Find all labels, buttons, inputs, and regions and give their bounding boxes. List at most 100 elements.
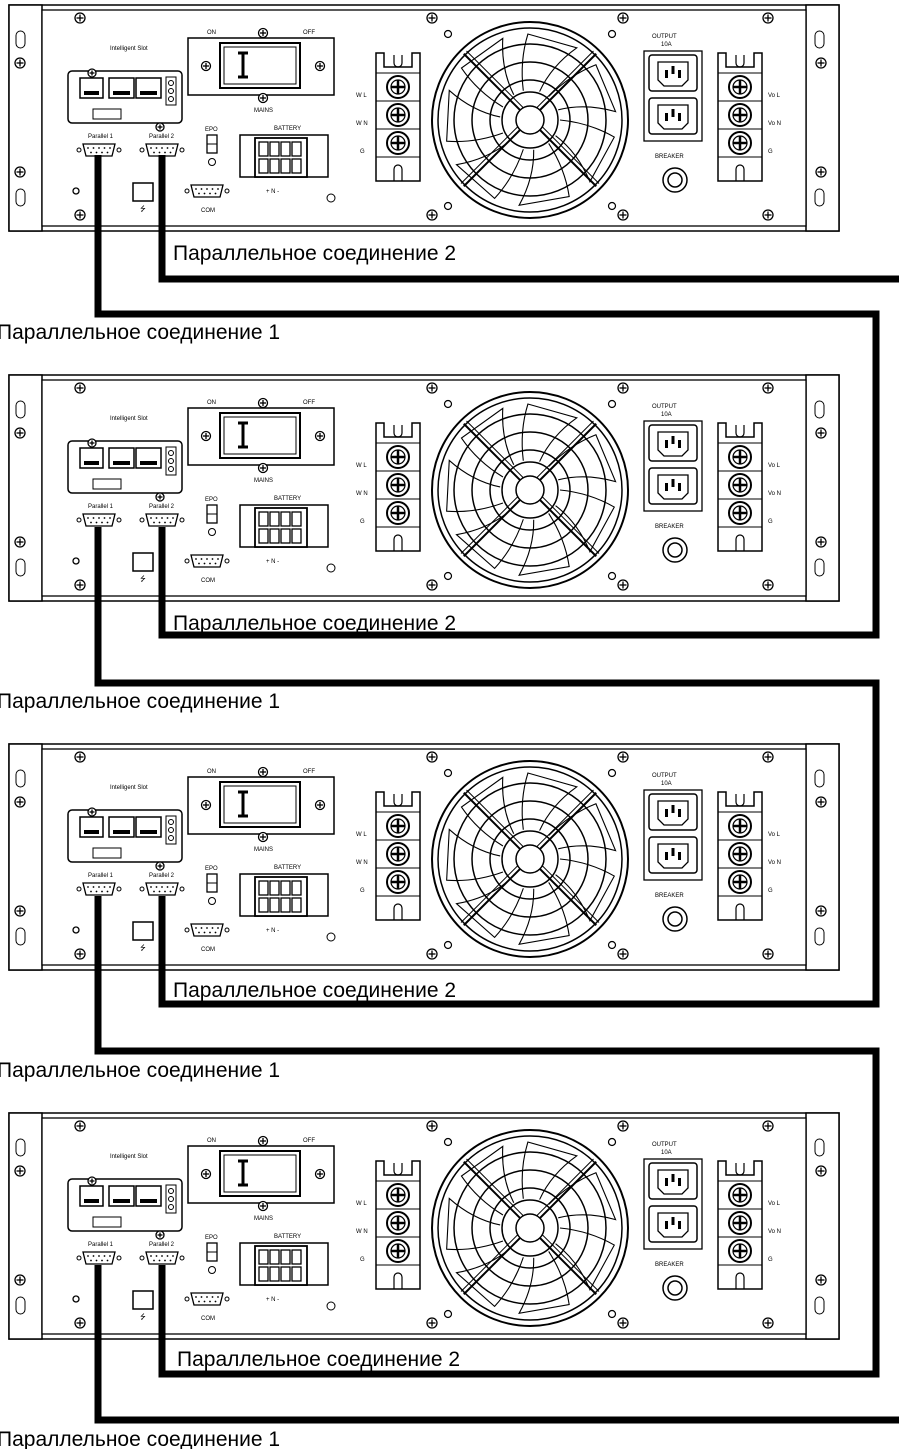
mains-label: MAINS xyxy=(254,1216,273,1222)
input-terminal-block xyxy=(375,1160,421,1290)
screw-icon xyxy=(155,1230,165,1240)
parallel-1-label: Parallel 1 xyxy=(88,134,114,140)
battery-pin xyxy=(258,158,269,174)
usb-icon: ⭍ xyxy=(140,1313,146,1321)
rack-slot xyxy=(814,30,825,49)
connector-shell xyxy=(82,882,116,896)
pin xyxy=(172,147,174,149)
battery-pin xyxy=(291,1266,302,1282)
pin xyxy=(198,192,200,195)
fan-mount-hole xyxy=(443,399,453,409)
pin xyxy=(109,147,111,149)
pin xyxy=(206,558,208,560)
breaker-button-core xyxy=(667,1280,683,1296)
fan-blade xyxy=(455,141,524,200)
fan-mount-hole xyxy=(607,1309,617,1319)
pin xyxy=(200,558,203,560)
battery-polarity-label: + N - xyxy=(266,1297,279,1303)
fan-mount-hole xyxy=(443,29,453,39)
parallel-connection-2-label-unit1: Параллельное соединение 2 xyxy=(173,242,456,265)
battery-pin xyxy=(291,880,302,896)
mains-switch-rocker xyxy=(223,416,297,455)
com-label: COM xyxy=(201,947,215,953)
intelligent-slot-label: Intelligent Slot xyxy=(110,46,148,52)
output-label: OUTPUT xyxy=(652,773,677,779)
battery-label: BATTERY xyxy=(274,1234,301,1240)
output-g-label: G xyxy=(768,888,773,894)
fan-guard-ring xyxy=(501,830,559,888)
pin xyxy=(200,188,203,190)
rack-slot xyxy=(15,188,26,207)
screw-icon xyxy=(815,166,827,178)
pin xyxy=(209,192,211,195)
cable-conn1-unit1-to-unit2-conn2 xyxy=(94,155,880,639)
battery-label: BATTERY xyxy=(274,126,301,132)
pin xyxy=(214,562,217,565)
parallel-2-label: Parallel 2 xyxy=(149,873,175,879)
screw-icon xyxy=(74,12,86,24)
pin xyxy=(206,188,208,190)
fan-mount-hole xyxy=(607,571,617,581)
socket-pin xyxy=(671,848,675,856)
usb-port xyxy=(132,552,154,572)
socket-pin xyxy=(665,809,668,817)
pin xyxy=(98,1255,100,1257)
fan-guard-ring xyxy=(471,431,589,549)
fan-blade xyxy=(446,459,504,513)
parallel-2-label: Parallel 2 xyxy=(149,1242,175,1248)
input-l-label: W L xyxy=(356,832,367,838)
pin xyxy=(200,927,203,929)
rack-slot xyxy=(15,1138,26,1157)
terminal-clip xyxy=(393,164,403,181)
on-label: ON xyxy=(207,400,216,406)
input-terminal-block xyxy=(375,791,421,921)
mount-hole xyxy=(76,886,82,892)
connector-shell xyxy=(190,184,224,198)
terminal-clip xyxy=(735,794,745,807)
screw-icon xyxy=(14,1274,26,1286)
pin xyxy=(217,927,219,929)
slot-terminal-screw xyxy=(168,96,174,102)
parallel-2-label: Parallel 2 xyxy=(149,134,175,140)
fan-blade xyxy=(521,772,579,831)
battery-pin xyxy=(269,528,280,544)
output-rating-label: 10A xyxy=(661,42,672,48)
battery-polarity-label: + N - xyxy=(266,189,279,195)
pin xyxy=(161,1255,163,1257)
screw-icon xyxy=(314,60,326,72)
socket-pin xyxy=(671,805,675,813)
parallel-2-port xyxy=(139,143,185,157)
parallel-1-port xyxy=(76,143,122,157)
pin xyxy=(153,151,155,154)
pin xyxy=(92,1255,95,1257)
output-socket-1 xyxy=(648,54,698,92)
breaker-label: BREAKER xyxy=(655,524,684,530)
ground-point xyxy=(72,1295,80,1303)
fan-hub xyxy=(515,105,545,135)
pin xyxy=(90,890,92,893)
rj45-contacts xyxy=(140,1199,157,1203)
pin xyxy=(195,188,197,190)
pin xyxy=(172,1255,174,1257)
screw-icon xyxy=(617,1120,629,1132)
screw-icon xyxy=(14,536,26,548)
slot-terminal-screw xyxy=(168,1188,174,1194)
mount-hole xyxy=(76,1255,82,1261)
socket-pin xyxy=(678,1221,681,1229)
screw-icon xyxy=(762,209,774,221)
rack-slot xyxy=(15,1296,26,1315)
pin xyxy=(164,521,166,524)
pin xyxy=(169,151,172,154)
usb-icon: ⭍ xyxy=(140,575,146,583)
pin xyxy=(153,521,155,524)
rj45-contacts xyxy=(113,461,130,465)
pin xyxy=(158,151,161,154)
rj45-contacts xyxy=(140,461,157,465)
pin xyxy=(214,192,217,195)
mount-hole xyxy=(139,1255,145,1261)
connector-shell xyxy=(145,143,179,157)
battery-pin xyxy=(291,1249,302,1265)
pin xyxy=(195,927,197,929)
screw-icon xyxy=(314,430,326,442)
